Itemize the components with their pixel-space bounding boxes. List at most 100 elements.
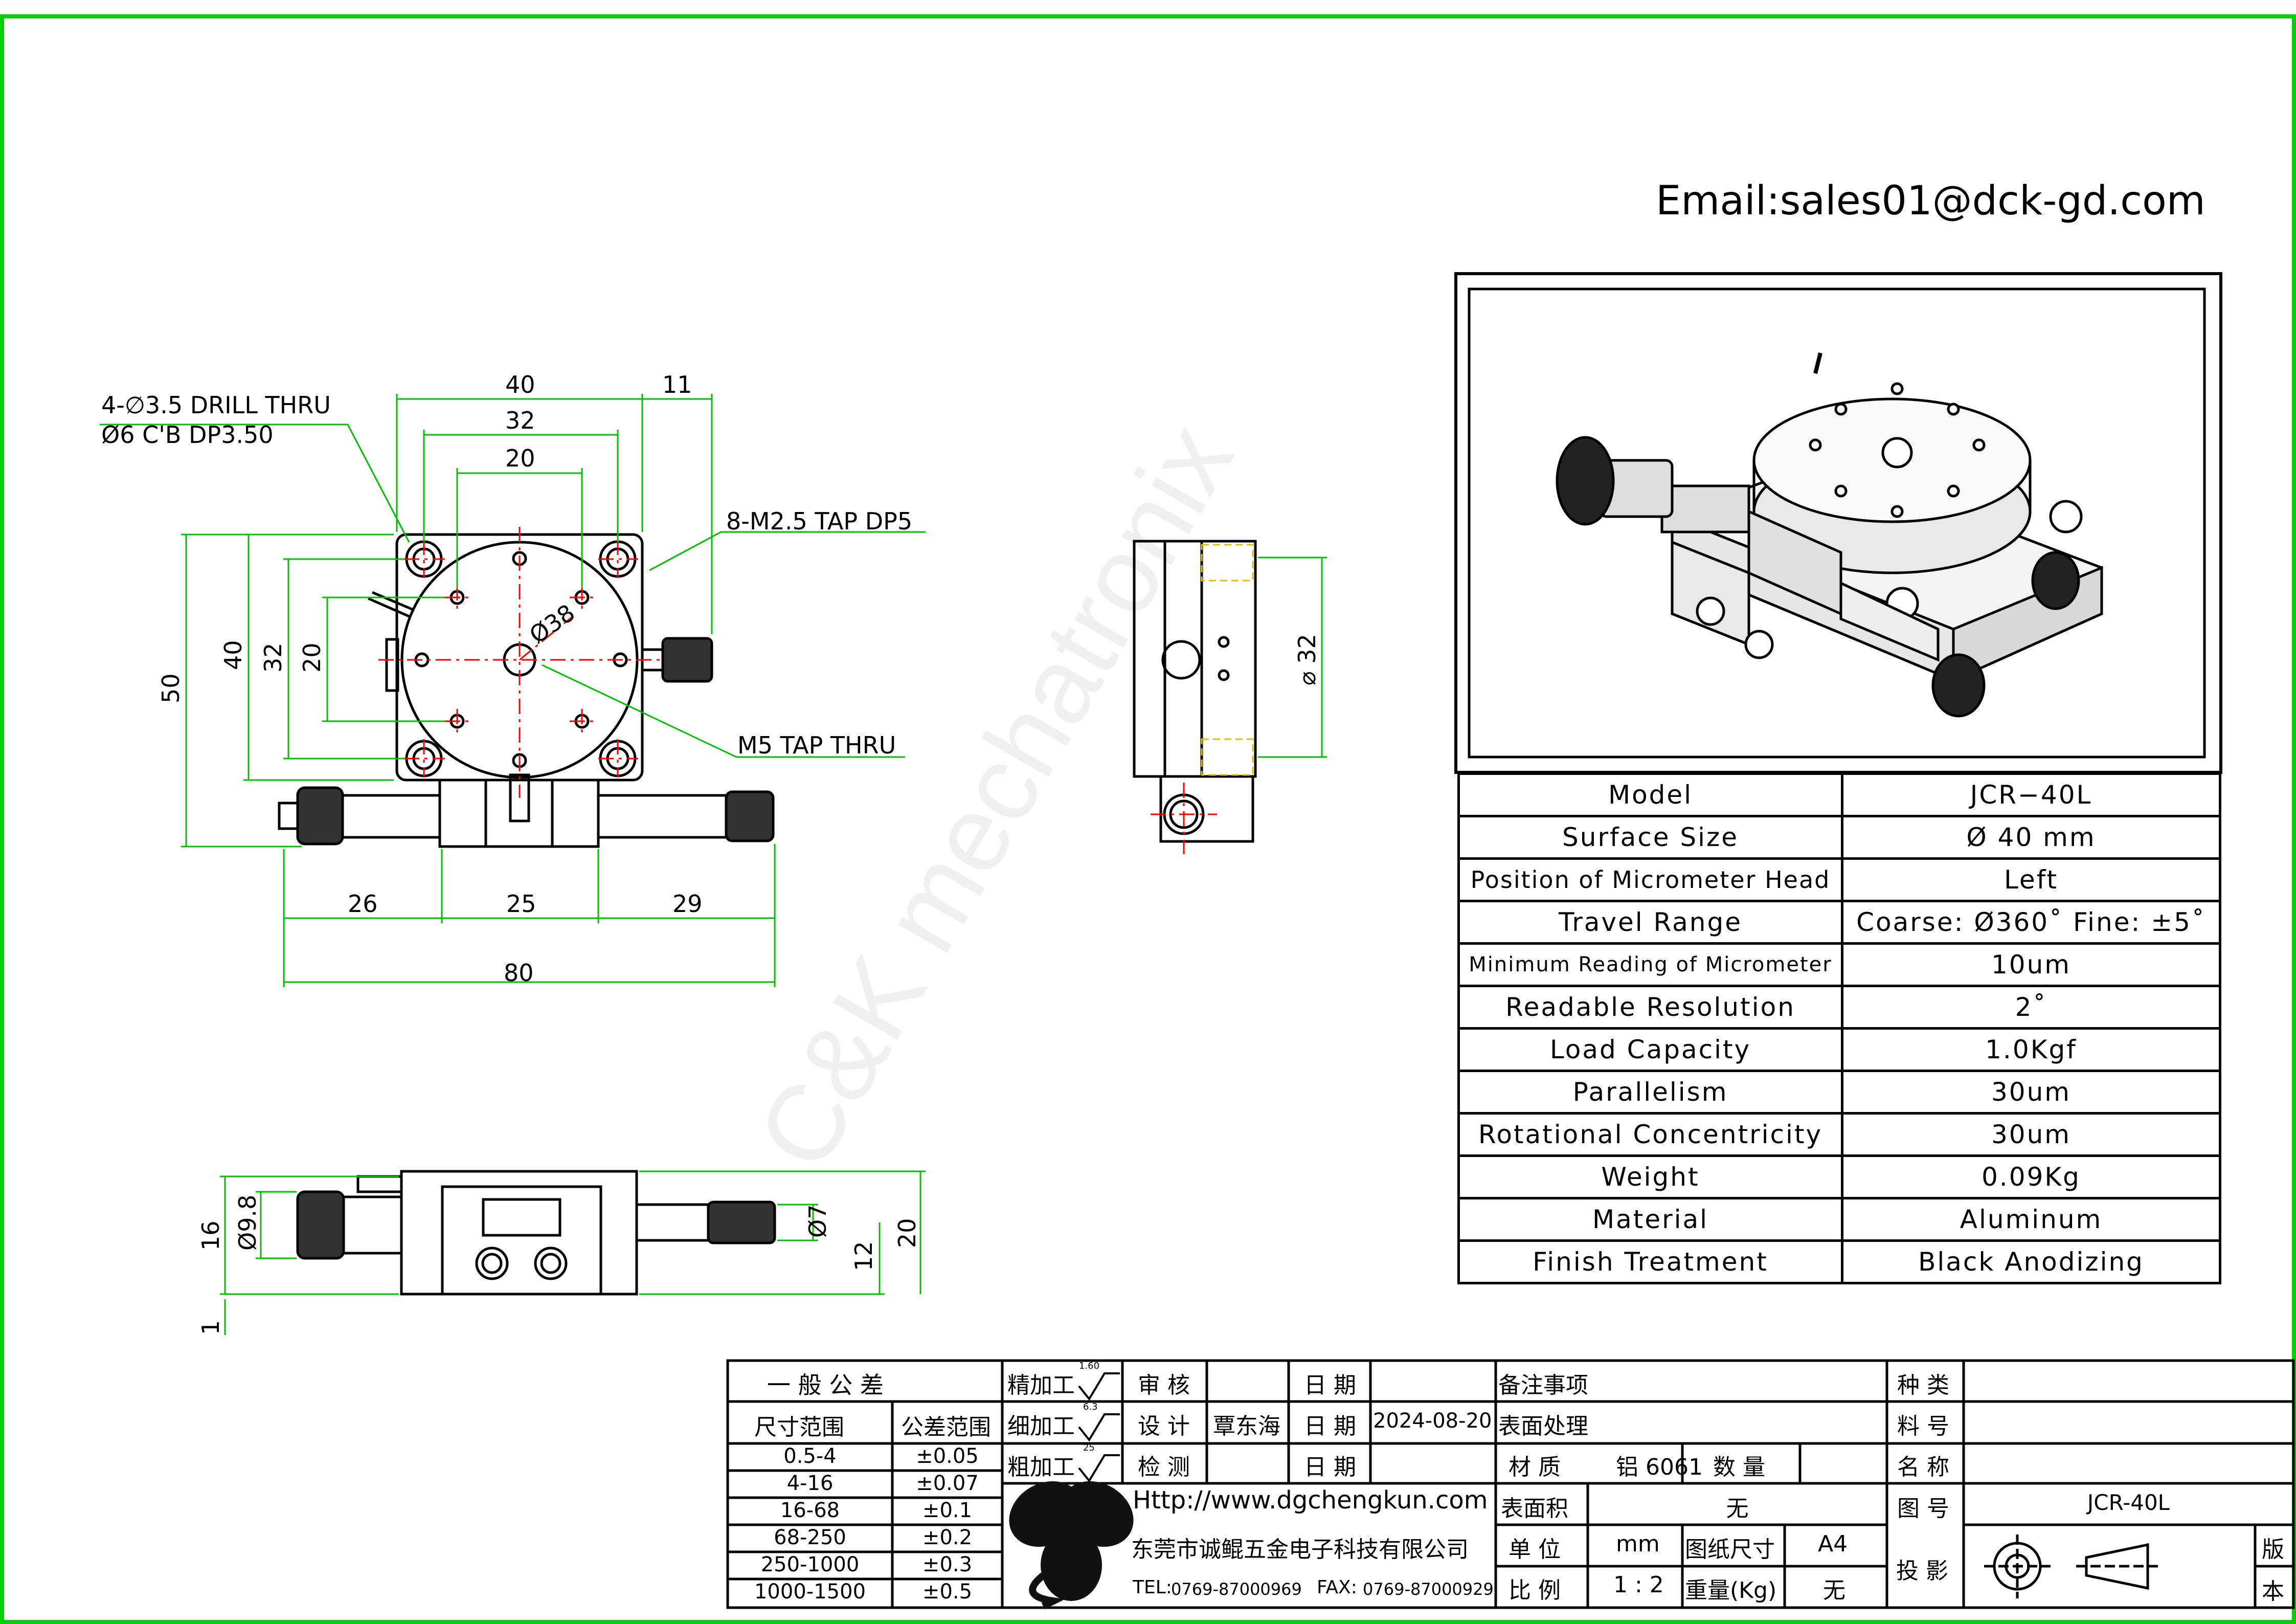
quantity-label: 数 量 — [1713, 1454, 1765, 1480]
unit-value: mm — [1616, 1531, 1660, 1557]
tolerance-range: 0.5-4 — [783, 1444, 837, 1468]
material-value: 铝 6061 — [1616, 1454, 1703, 1480]
scale-label: 比 例 — [1509, 1577, 1561, 1604]
spec-value: 10um — [1841, 942, 2221, 987]
spec-label: Position of Micrometer Head — [1457, 857, 1843, 902]
side-dim-32: ⌀ 32 — [1293, 634, 1321, 685]
projection-symbol — [1984, 1534, 2158, 1598]
side-view-dimensions — [1258, 557, 1327, 758]
fax-label: FAX: — [1317, 1577, 1357, 1598]
dim-80: 80 — [504, 959, 534, 987]
spec-label: Travel Range — [1457, 900, 1843, 945]
tolerance-value: ±0.2 — [922, 1526, 973, 1549]
paper-size-value: A4 — [1818, 1531, 1848, 1557]
callout-m5: M5 TAP THRU — [737, 731, 896, 759]
remarks-label: 备注事项 — [1498, 1372, 1588, 1398]
surface-area-value: 无 — [1726, 1496, 1749, 1522]
review-label: 审 核 — [1138, 1372, 1190, 1398]
dim-20-front: 20 — [893, 1218, 921, 1248]
spec-value: 1.0Kgf — [1841, 1027, 2221, 1072]
weight-value: 无 — [1823, 1577, 1845, 1604]
tolerance-value: ±0.07 — [916, 1472, 979, 1495]
spec-label: Model — [1457, 772, 1843, 817]
dim-1: 1 — [197, 1320, 224, 1335]
fax-number: 0769-87000929 — [1363, 1579, 1494, 1599]
weight-label: 重量(Kg) — [1685, 1577, 1777, 1604]
iso-outer-frame — [1454, 272, 2222, 774]
finish-medium-label: 细加工 — [1007, 1413, 1075, 1439]
drawing-frame — [0, 14, 2296, 1624]
callout-counterbore: Ø6 C'B DP3.50 — [101, 421, 274, 449]
dia-9-8: Ø9.8 — [234, 1195, 261, 1251]
dim-26: 26 — [348, 890, 378, 918]
dim-25: 25 — [506, 890, 536, 918]
surface-area-label: 表面积 — [1501, 1496, 1568, 1522]
callout-tap: 8-M2.5 TAP DP5 — [726, 507, 912, 535]
company-website[interactable]: Http://www.dgchengkun.com — [1133, 1486, 1488, 1515]
unit-label: 单 位 — [1509, 1537, 1561, 1563]
inspect-label: 检 测 — [1138, 1454, 1190, 1480]
top-view — [278, 533, 775, 848]
tolerance-range: 250-1000 — [760, 1553, 860, 1576]
spec-value: Coarse: Ø360˚ Fine: ±5˚ — [1841, 900, 2221, 945]
name-label: 名 称 — [1897, 1454, 1949, 1480]
version-label-2: 本 — [2262, 1578, 2284, 1605]
email-address[interactable]: Email:sales01@dck-gd.com — [1656, 178, 2205, 224]
spec-value: Aluminum — [1841, 1197, 2221, 1242]
version-label-1: 版 — [2262, 1537, 2284, 1563]
surface-treatment-label: 表面处理 — [1498, 1413, 1588, 1439]
tel-label: TEL: — [1133, 1577, 1172, 1598]
side-view-centerlines — [1151, 783, 1217, 854]
spec-value: 0.09Kg — [1841, 1154, 2221, 1199]
company-logo — [1009, 1481, 1134, 1610]
tolerance-value: ±0.5 — [922, 1580, 973, 1604]
spec-value: 30um — [1841, 1112, 2221, 1157]
tolerance-range: 4-16 — [786, 1472, 834, 1495]
iso-inner-frame — [1468, 287, 2206, 759]
finish-rough-label: 粗加工 — [1007, 1454, 1075, 1480]
material-label: 材 质 — [1509, 1454, 1561, 1480]
projection-label: 投 影 — [1896, 1558, 1948, 1584]
spec-label: Rotational Concentricity — [1457, 1112, 1843, 1157]
tolerance-range: 68-250 — [774, 1526, 846, 1549]
tolerance-range-header: 公差范围 — [901, 1414, 991, 1440]
top-view-labels: 4-∅3.5 DRILL THRU Ø6 C'B DP3.50 8-M2.5 T… — [101, 371, 912, 987]
design-label: 设 计 — [1138, 1413, 1190, 1439]
tolerance-range: 16-68 — [780, 1499, 840, 1522]
tolerance-value: ±0.1 — [922, 1499, 973, 1522]
drawing-no-label: 图 号 — [1897, 1496, 1949, 1522]
dim-50: 50 — [157, 673, 185, 703]
spec-label: Weight — [1457, 1154, 1843, 1199]
front-view-labels: Ø9.8 16 1 Ø7 12 20 — [197, 1195, 921, 1335]
callout-drill: 4-∅3.5 DRILL THRU — [101, 391, 331, 419]
company-name: 东莞市诚鲲五金电子科技有限公司 — [1131, 1537, 1469, 1563]
spec-value: 30um — [1841, 1070, 2221, 1115]
scale-value: 1 : 2 — [1613, 1572, 1664, 1598]
tolerance-range: 1000-1500 — [754, 1580, 866, 1604]
dim-32-top: 32 — [505, 407, 535, 434]
dia-7: Ø7 — [804, 1205, 831, 1238]
dim-40-left: 40 — [219, 640, 247, 670]
designer-name: 覃东海 — [1213, 1413, 1280, 1439]
tolerance-value: ±0.05 — [916, 1444, 979, 1468]
spec-value: JCR−40L — [1841, 772, 2221, 817]
spec-label: Surface Size — [1457, 815, 1843, 860]
category-label: 种 类 — [1897, 1372, 1949, 1398]
spec-value: 2˚ — [1841, 985, 2221, 1030]
dim-40-top: 40 — [505, 371, 535, 398]
general-tolerance-label: 一 般 公 差 — [767, 1371, 884, 1399]
spec-label: Readable Resolution — [1457, 985, 1843, 1030]
tel-number: 0769-87000969 — [1171, 1579, 1302, 1599]
date-label: 日 期 — [1304, 1413, 1356, 1439]
isometric-stage — [1556, 352, 2103, 718]
spec-label: Parallelism — [1457, 1070, 1843, 1115]
finish-fine-label: 精加工 — [1007, 1372, 1075, 1398]
